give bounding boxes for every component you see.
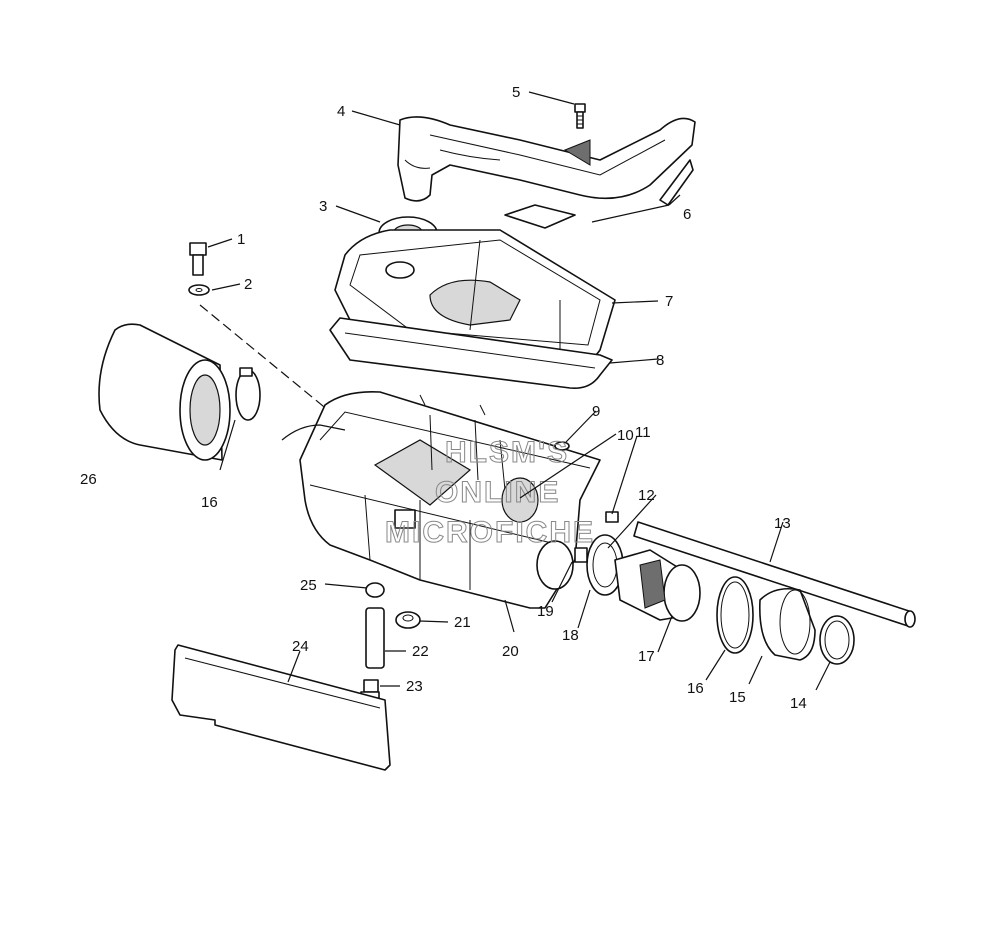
part-13-tube — [633, 521, 916, 628]
part-11-fitting — [605, 511, 619, 523]
part-16-clamp-left — [235, 367, 261, 421]
part-22-drain-tube — [365, 607, 385, 669]
watermark-line1: HLSM'S — [445, 436, 569, 469]
callout-18: 18 — [562, 627, 579, 644]
callout-5: 5 — [512, 84, 520, 101]
part-4-intake-snorkel — [397, 116, 696, 202]
callout-25: 25 — [300, 577, 317, 594]
callout-16-left: 16 — [201, 494, 218, 511]
part-14-clamp — [819, 615, 855, 665]
part-16-clamp-right — [716, 576, 754, 654]
part-19-fitting — [574, 547, 588, 563]
part-9-fastener — [554, 441, 570, 451]
callout-6: 6 — [683, 206, 691, 223]
callout-8: 8 — [656, 352, 664, 369]
callout-12: 12 — [638, 487, 655, 504]
part-1-bolt — [189, 242, 207, 276]
part-17-intake-adapter — [614, 549, 701, 622]
callout-26: 26 — [80, 471, 97, 488]
callout-11: 11 — [635, 424, 651, 441]
callout-20: 20 — [502, 643, 519, 660]
part-26-air-filter — [98, 323, 231, 461]
callout-21: 21 — [454, 614, 471, 631]
callout-16-right: 16 — [687, 680, 704, 697]
part-5-screw — [574, 103, 586, 129]
watermark: HLSM'S ONLINE MICROFICHE — [385, 436, 595, 550]
callout-13: 13 — [774, 515, 791, 532]
callout-4: 4 — [337, 103, 345, 120]
bolt-centerline — [199, 304, 341, 421]
part-24-heat-shield — [171, 644, 391, 771]
part-25-drain-clamp — [365, 582, 385, 598]
callout-numbers: 5 4 3 6 1 2 7 8 9 10 11 12 13 14 15 16 1… — [80, 84, 807, 712]
callout-10: 10 — [617, 427, 634, 444]
callout-9: 9 — [592, 403, 600, 420]
callout-23: 23 — [406, 678, 423, 695]
callout-14: 14 — [790, 695, 807, 712]
callout-22: 22 — [412, 643, 429, 660]
part-2-washer — [188, 284, 210, 296]
watermark-line3: MICROFICHE — [385, 516, 595, 549]
leader-lines — [207, 91, 831, 691]
part-20-airbox-body — [299, 390, 601, 609]
watermark-line2: ONLINE — [435, 476, 560, 509]
part-15-boot — [758, 587, 816, 661]
callout-1: 1 — [237, 231, 245, 248]
callout-2: 2 — [244, 276, 252, 293]
part-6-decals — [504, 159, 694, 229]
callout-17: 17 — [638, 648, 655, 665]
callout-19: 19 — [537, 603, 554, 620]
callout-15: 15 — [729, 689, 746, 706]
callout-3: 3 — [319, 198, 327, 215]
callout-24: 24 — [292, 638, 309, 655]
callout-7: 7 — [665, 293, 673, 310]
part-8-gasket — [329, 317, 613, 390]
part-21-spacer — [395, 611, 421, 629]
